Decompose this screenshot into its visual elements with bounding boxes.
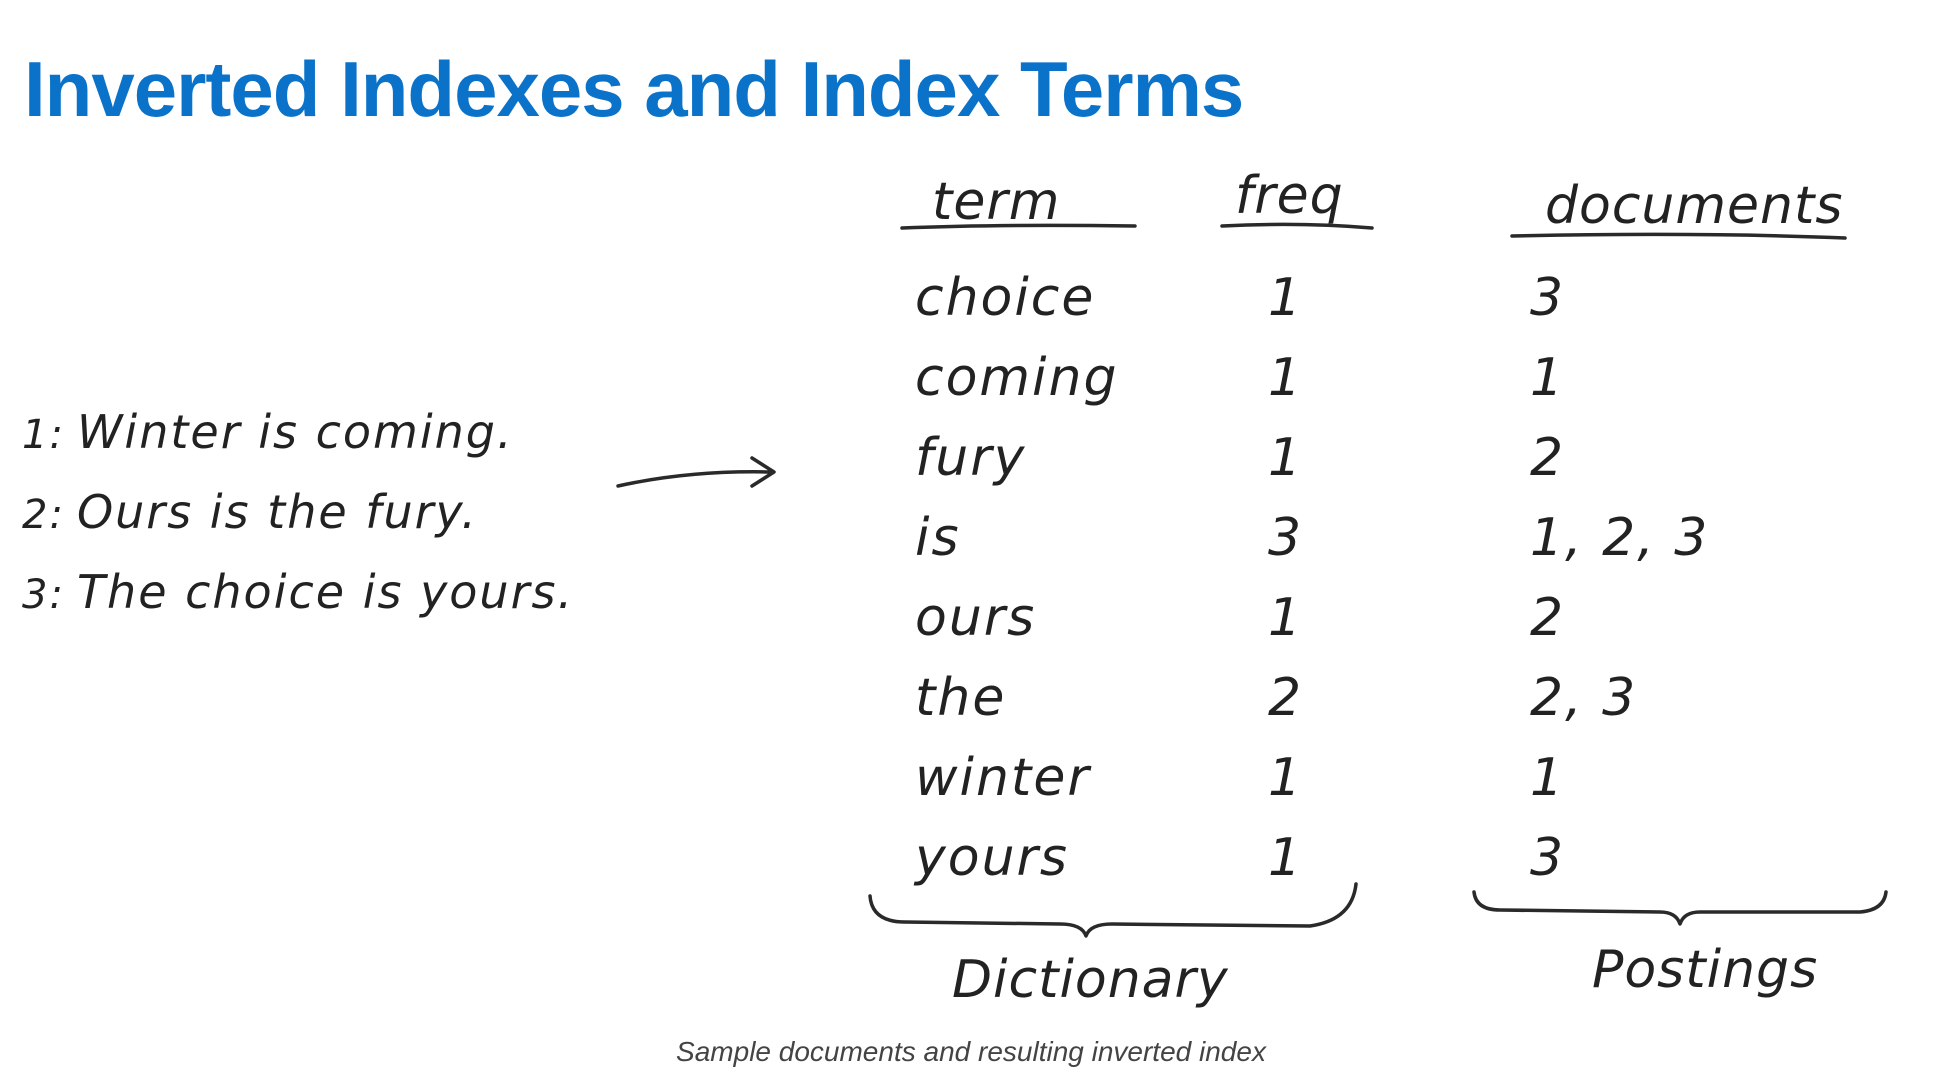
freq-underline (1220, 222, 1374, 230)
freq-cell: 2 (1268, 668, 1304, 728)
freq-cell: 1 (1268, 828, 1304, 888)
term-cell: the (915, 668, 1007, 728)
term-cell: choice (915, 268, 1096, 328)
term-underline (900, 223, 1137, 230)
freq-cell: 1 (1268, 748, 1304, 808)
postings-cell: 3 (1530, 268, 1566, 328)
term-cell: yours (915, 828, 1070, 888)
arrow-icon (616, 456, 776, 488)
postings-cell: 1, 2, 3 (1530, 508, 1710, 568)
figure-caption: Sample documents and resulting inverted … (676, 1036, 1266, 1067)
postings-cell: 2 (1530, 428, 1566, 488)
documents-underline (1510, 232, 1847, 240)
term-cell: coming (915, 348, 1119, 408)
term-cell: ours (915, 588, 1037, 648)
header-term: term (932, 172, 1061, 232)
term-column: choice coming fury is ours the winter yo… (915, 258, 1118, 898)
dictionary-label: Dictionary (952, 950, 1229, 1010)
header-freq: freq (1235, 166, 1344, 226)
source-documents: 1:Winter is coming. 2:Ours is the fury. … (22, 392, 642, 632)
term-cell: winter (915, 748, 1091, 808)
postings-cell: 1 (1530, 748, 1566, 808)
document-text: The choice is yours. (76, 565, 575, 619)
postings-cell: 1 (1530, 348, 1566, 408)
document-line: 3:The choice is yours. (22, 552, 642, 632)
term-cell: fury (915, 428, 1027, 488)
freq-cell: 1 (1268, 268, 1304, 328)
document-line: 1:Winter is coming. (22, 392, 642, 472)
freq-column: 1 1 1 3 1 2 1 1 (1268, 258, 1303, 898)
freq-cell: 1 (1268, 428, 1304, 488)
document-line: 2:Ours is the fury. (22, 472, 642, 552)
postings-cell: 2 (1530, 588, 1566, 648)
freq-cell: 1 (1268, 588, 1304, 648)
term-cell: is (915, 508, 961, 568)
document-text: Ours is the fury. (76, 485, 478, 539)
freq-cell: 3 (1268, 508, 1304, 568)
document-number: 3: (22, 572, 65, 618)
postings-cell: 3 (1530, 828, 1566, 888)
freq-cell: 1 (1268, 348, 1304, 408)
postings-cell: 2, 3 (1530, 668, 1638, 728)
header-documents: documents (1545, 176, 1844, 236)
document-text: Winter is coming. (76, 405, 514, 459)
dictionary-brace (868, 882, 1358, 938)
document-number: 1: (22, 412, 65, 458)
postings-brace (1472, 890, 1888, 926)
documents-column: 3 1 2 1, 2, 3 2 2, 3 1 3 (1530, 258, 1709, 898)
slide-title: Inverted Indexes and Index Terms (24, 45, 1244, 133)
document-number: 2: (22, 492, 65, 538)
postings-label: Postings (1592, 940, 1819, 1000)
